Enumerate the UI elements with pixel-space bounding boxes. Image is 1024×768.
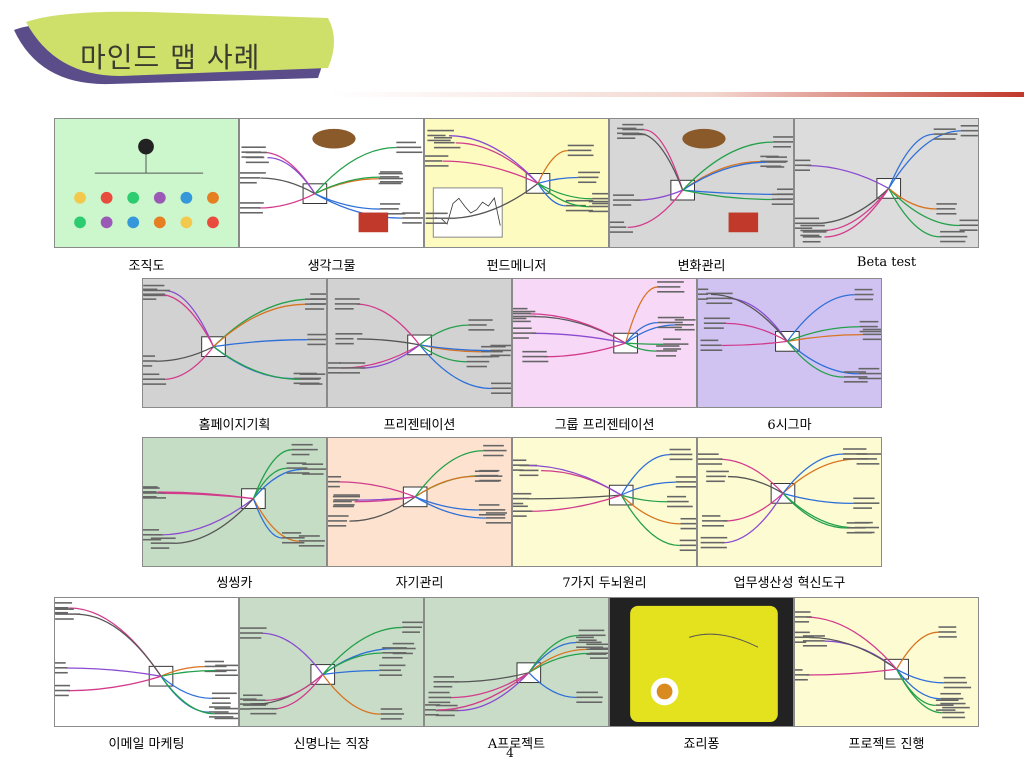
mindmap-thumbnail (327, 278, 512, 408)
mindmap-thumbnail (327, 437, 512, 567)
mindmap-diagram-image (425, 629, 608, 717)
mindmap-diagram-image (143, 443, 326, 549)
mindmap-diagram-image (240, 128, 423, 233)
mindmap-diagram-image (74, 138, 219, 229)
thumbnail-caption: 조직도 (128, 259, 165, 274)
slide-title: 마인드 맵 사례 (80, 41, 261, 74)
thumbnail-caption: 자기관리 (395, 576, 444, 591)
mindmap-thumbnail (697, 278, 882, 408)
mindmap-thumbnail (239, 597, 424, 727)
mindmap-thumbnail (512, 437, 697, 567)
thumbnail-caption: 홈페이지기획 (198, 418, 271, 433)
mindmap-thumbnail (142, 437, 327, 567)
thumbnail-caption: 7가지 두뇌원리 (562, 576, 647, 591)
thumbnail-caption: 프로젝트 진행 (848, 737, 925, 752)
mindmap-diagram-image (513, 281, 696, 363)
mindmap-diagram-image (513, 448, 696, 552)
thumbnail-caption: Beta test (856, 255, 917, 270)
mindmap-thumbnail (794, 597, 979, 727)
mindmap-thumbnail (424, 118, 609, 248)
mindmap-diagram-image (240, 621, 423, 720)
mindmap-thumbnail (424, 597, 609, 727)
mindmap-thumbnail (54, 597, 239, 727)
thumbnail-caption: 펀드메니저 (486, 259, 547, 274)
mindmap-thumbnail (142, 278, 327, 408)
thumbnail-caption: 씽씽카 (216, 576, 253, 591)
mindmap-diagram-image (630, 605, 778, 723)
thumbnail-caption: 이메일 마케팅 (108, 737, 185, 752)
thumbnail-caption: 6시그마 (767, 418, 812, 433)
mindmap-diagram-image (698, 448, 881, 549)
thumbnail-caption: A프로젝트 (487, 737, 546, 752)
mindmap-diagram-image (328, 444, 511, 527)
thumbnail-caption: 죠리퐁 (683, 737, 720, 752)
thumbnail-caption: 프리젠테이션 (383, 418, 456, 433)
mindmap-diagram-image (795, 611, 972, 719)
mindmap-diagram-image (55, 602, 238, 720)
mindmap-diagram-image (328, 298, 511, 394)
thumbnail-caption: 신명나는 직장 (293, 737, 370, 752)
thumbnail-caption: 그룹 프리젠테이션 (554, 418, 655, 433)
mindmap-diagram-image (610, 123, 793, 233)
mindmap-diagram-image (795, 124, 978, 243)
mindmap-diagram-image (143, 284, 326, 385)
mindmap-thumbnail (512, 278, 697, 408)
thumbnail-caption: 생각그물 (307, 259, 356, 274)
thumbnail-caption: 업무생산성 혁신도구 (733, 576, 846, 591)
mindmap-thumbnail (609, 597, 794, 727)
mindmap-thumbnail (239, 118, 424, 248)
page-number: 4 (506, 746, 514, 760)
thumbnail-caption: 변화관리 (677, 259, 726, 274)
mindmap-thumbnail (794, 118, 979, 248)
mindmap-diagram-image (698, 288, 881, 383)
mindmap-thumbnail (697, 437, 882, 567)
mindmap-thumbnail (54, 118, 239, 248)
header-decoration (14, 11, 1024, 97)
mindmap-diagram-image (425, 129, 608, 238)
mindmap-thumbnail (609, 118, 794, 248)
